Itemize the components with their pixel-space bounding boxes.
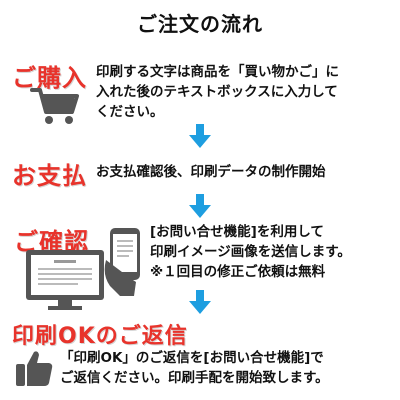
step-purchase-label: ご購入 (12, 64, 87, 92)
step-confirm-line-3: ※１回目の修正ご依頼は無料 (150, 264, 326, 280)
step-purchase-line-2: 入れた後のテキストボックスに入力して (96, 84, 338, 100)
step-print-ok-reply-description: 「印刷OK」のご返信を[お問い合せ機能]で ご返信ください。印刷手配を開始致しま… (60, 348, 398, 388)
step-confirm-description: [お問い合せ機能]を利用して 印刷イメージ画像を送信します。 ※１回目の修正ご依… (150, 222, 398, 282)
step-payment-description: お支払確認後、印刷データの制作開始 (96, 162, 396, 182)
step-print-ok-reply-line-2: ご返信ください。印刷手配を開始致します。 (60, 370, 329, 386)
step-purchase-description: 印刷する文字は商品を「買い物かご」に 入れた後のテキストボックスに入力して くだ… (96, 62, 396, 122)
shopping-cart-icon (30, 88, 79, 124)
step-payment-label: お支払 (12, 162, 87, 190)
step-print-ok-reply-label: 印刷OKのご返信 (12, 324, 188, 349)
step-purchase-line-3: ください。 (96, 104, 164, 120)
arrow-down-icon (189, 124, 211, 148)
step-confirm-line-2: 印刷イメージ画像を送信します。 (150, 244, 351, 260)
thumbs-up-icon (16, 351, 53, 386)
step-purchase-line-1: 印刷する文字は商品を「買い物かご」に (96, 64, 339, 80)
page-title: ご注文の流れ (137, 12, 263, 36)
computer-and-smartphone-icon (26, 228, 140, 310)
arrow-down-icon (189, 290, 211, 314)
step-payment-line-1: お支払確認後、印刷データの制作開始 (96, 164, 326, 180)
arrow-down-icon (189, 194, 211, 218)
step-confirm-line-1: [お問い合せ機能]を利用して (150, 224, 324, 240)
step-print-ok-reply-line-1: 「印刷OK」のご返信を[お問い合せ機能]で (60, 350, 324, 366)
